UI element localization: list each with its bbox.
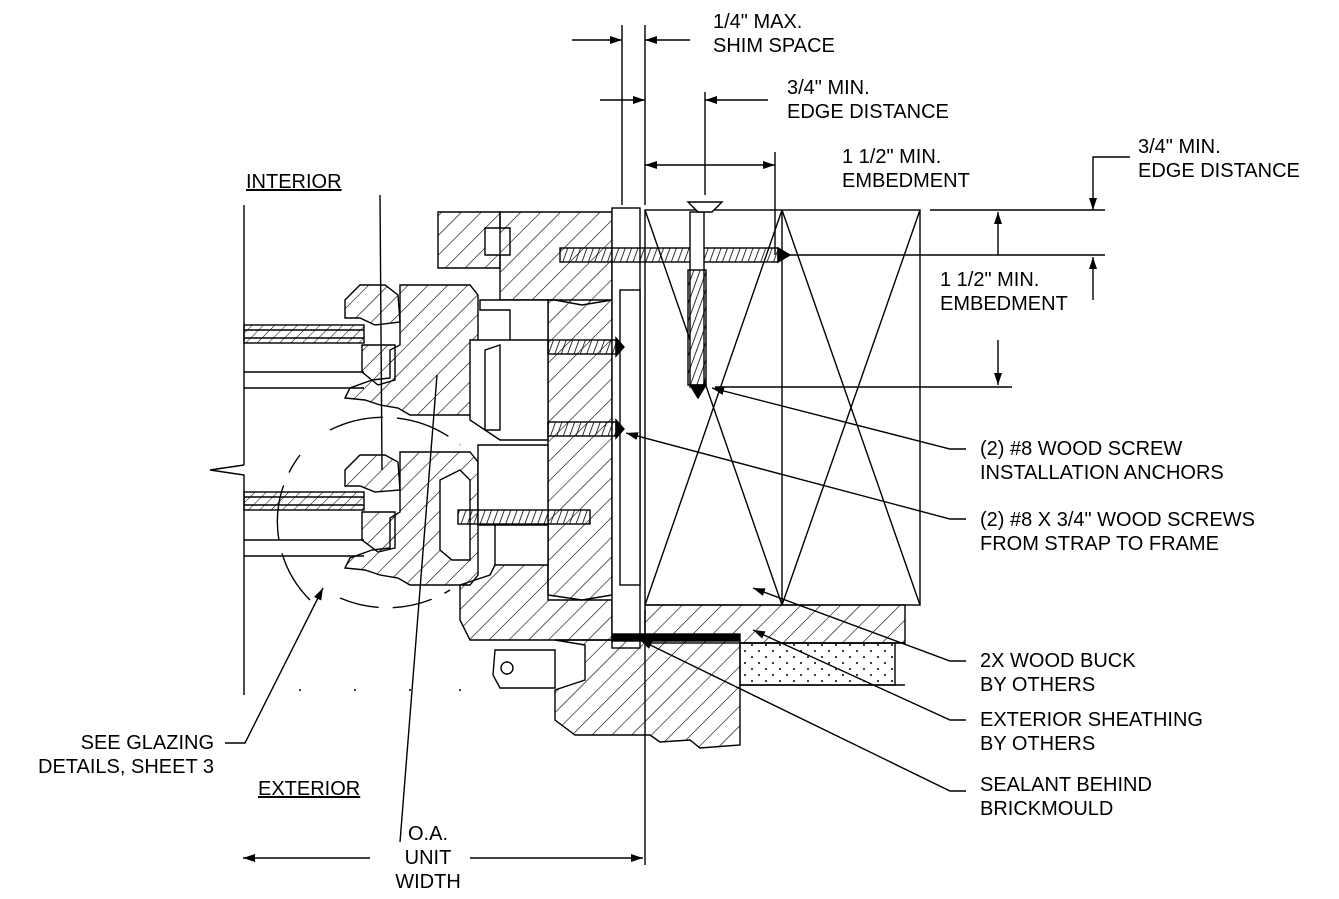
edge-distance-top-label: 3/4" MIN. EDGE DISTANCE [787, 76, 949, 124]
strap-screws-label: (2) #8 X 3/4" WOOD SCREWS FROM STRAP TO … [980, 508, 1255, 556]
wood-buck-line-2: BY OTHERS [980, 674, 1096, 696]
glazing-label: SEE GLAZING DETAILS, SHEET 3 [38, 731, 214, 779]
shim-space-line-2: SHIM SPACE [713, 35, 835, 57]
sheathing-line-2: BY OTHERS [980, 733, 1096, 755]
install-anchors-line-1: (2) #8 WOOD SCREW [980, 438, 1183, 460]
edge-distance-top-line-2: EDGE DISTANCE [787, 101, 949, 123]
wood-buck-line-1: 2X WOOD BUCK [980, 650, 1136, 672]
dimension-lines [243, 25, 1130, 865]
unit-width-line-2: UNIT [404, 847, 452, 869]
exterior-label: EXTERIOR [258, 778, 361, 800]
sealant-line-1: SEALANT BEHIND [980, 774, 1152, 796]
sheathing-label: EXTERIOR SHEATHING BY OTHERS [980, 708, 1203, 756]
exterior-sheathing [644, 604, 906, 686]
unit-width-line-3: WIDTH [395, 871, 461, 893]
break-dots [299, 689, 461, 691]
brickmould [492, 633, 741, 749]
leader-lines [225, 194, 966, 843]
embedment-right-label: 1 1/2" MIN. EMBEDMENT [940, 268, 1068, 316]
embedment-top-line-1: 1 1/2" MIN. [842, 146, 942, 168]
glazing-line-2: DETAILS, SHEET 3 [38, 756, 214, 778]
edge-distance-right-label: 3/4" MIN. EDGE DISTANCE [1138, 135, 1300, 183]
glazing-line-1: SEE GLAZING [80, 732, 214, 754]
embedment-top-label: 1 1/2" MIN. EMBEDMENT [842, 145, 970, 193]
edge-distance-top-line-1: 3/4" MIN. [787, 77, 870, 99]
wood-buck-label: 2X WOOD BUCK BY OTHERS [980, 649, 1136, 697]
sealant-label: SEALANT BEHIND BRICKMOULD [980, 773, 1152, 821]
shim-space-label: 1/4" MAX. SHIM SPACE [713, 10, 835, 58]
interior-label: INTERIOR [246, 171, 342, 193]
frame-jamb [437, 207, 641, 649]
embedment-top-line-2: EMBEDMENT [842, 170, 970, 192]
unit-width-line-1: O.A. [407, 823, 448, 845]
install-anchors-line-2: INSTALLATION ANCHORS [980, 462, 1224, 484]
edge-distance-right-line-1: 3/4" MIN. [1138, 136, 1221, 158]
glazing-callout-circle [276, 454, 311, 601]
edge-distance-right-line-2: EDGE DISTANCE [1138, 160, 1300, 182]
strap-screws [457, 336, 625, 525]
install-anchors-label: (2) #8 WOOD SCREW INSTALLATION ANCHORS [980, 437, 1224, 485]
sheathing-line-1: EXTERIOR SHEATHING [980, 709, 1203, 731]
sealant-line-2: BRICKMOULD [980, 798, 1114, 820]
wood-buck [644, 209, 921, 606]
installation-anchors [559, 201, 792, 400]
embedment-right-line-2: EMBEDMENT [940, 293, 1068, 315]
shim-space-line-1: 1/4" MAX. [713, 11, 803, 33]
break-line [209, 205, 245, 695]
strap-screws-line-1: (2) #8 X 3/4" WOOD SCREWS [980, 509, 1255, 531]
sash-upper [343, 284, 479, 416]
sash-lower [343, 451, 479, 586]
embedment-right-line-1: 1 1/2" MIN. [940, 269, 1040, 291]
strap-screws-line-2: FROM STRAP TO FRAME [980, 533, 1219, 555]
unit-width-label: O.A. UNIT WIDTH [378, 822, 478, 894]
glazing-panes [243, 324, 365, 557]
